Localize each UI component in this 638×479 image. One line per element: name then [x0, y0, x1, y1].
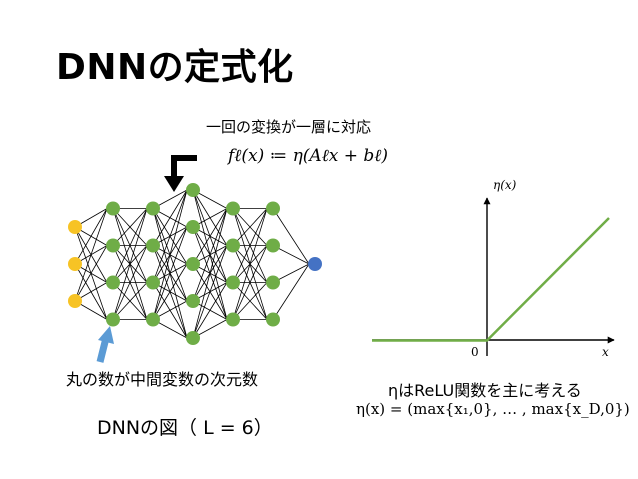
hidden-node [186, 331, 200, 345]
network-edge [232, 208, 268, 246]
relu-note: ηはReLU関数を主に考える [388, 381, 582, 400]
network-edge [192, 208, 228, 265]
network-edge [232, 208, 268, 283]
hidden-node [106, 275, 120, 290]
network-edge [152, 263, 188, 320]
network-edge [152, 189, 188, 283]
hidden-node [226, 312, 240, 327]
hidden-node [266, 275, 280, 290]
network-edge [232, 208, 268, 320]
network-edge [192, 208, 228, 302]
layer-formula: fℓ(x) ≔ η(Aℓx + bℓ) [228, 146, 389, 166]
page-title: DNNの定式化 [56, 47, 294, 88]
input-node [68, 294, 82, 308]
hidden-node [106, 312, 120, 327]
network-edge [232, 282, 268, 320]
network-edge [192, 282, 228, 339]
network-edge [272, 263, 310, 320]
input-node [68, 220, 82, 234]
hidden-node [266, 312, 280, 327]
hidden-node [186, 294, 200, 308]
network-edge [112, 208, 148, 246]
up-arrow-icon [96, 326, 114, 363]
hidden-node [186, 220, 200, 234]
output-node [308, 257, 322, 271]
relu-series-line [372, 217, 610, 342]
hidden-node [146, 238, 160, 253]
network-edge [112, 282, 148, 320]
width-caption: 丸の数が中間変数の次元数 [66, 370, 259, 389]
network-edge [112, 208, 148, 283]
network-edge [112, 245, 148, 320]
hidden-node [266, 201, 280, 216]
hidden-node [266, 238, 280, 253]
network-edge [152, 226, 188, 320]
network-edge [232, 245, 268, 320]
relu-formula: η(x) = (max{x₁,0}, … , max{x_D,0}) [356, 400, 630, 418]
hidden-node [226, 275, 240, 290]
hidden-node [146, 275, 160, 290]
hidden-node [146, 201, 160, 216]
network-edge [74, 208, 108, 302]
input-node [68, 257, 82, 271]
dnn-caption: DNNの図（ L = 6） [97, 417, 273, 439]
hidden-node [186, 183, 200, 197]
network-edge [272, 208, 310, 265]
hidden-node [226, 201, 240, 216]
down-arrow-icon [164, 155, 197, 192]
hidden-node [226, 238, 240, 253]
relu-chart [372, 197, 615, 356]
network-edge [74, 208, 108, 265]
hidden-node [106, 201, 120, 216]
hidden-node [146, 312, 160, 327]
relu-origin-label: 0 [471, 345, 479, 359]
relu-x-axis-label: x [602, 345, 609, 359]
network-edge [74, 245, 108, 302]
network-edge [152, 189, 188, 320]
relu-y-axis-label: η(x) [493, 178, 517, 192]
hidden-node [186, 257, 200, 271]
layer-note: 一回の変換が一層に対応 [206, 118, 372, 136]
hidden-node [106, 238, 120, 253]
network-edge [192, 208, 228, 339]
network-edge [152, 189, 188, 246]
network-edge [112, 208, 148, 320]
network-edge [192, 245, 228, 339]
network-nodes [68, 183, 322, 345]
